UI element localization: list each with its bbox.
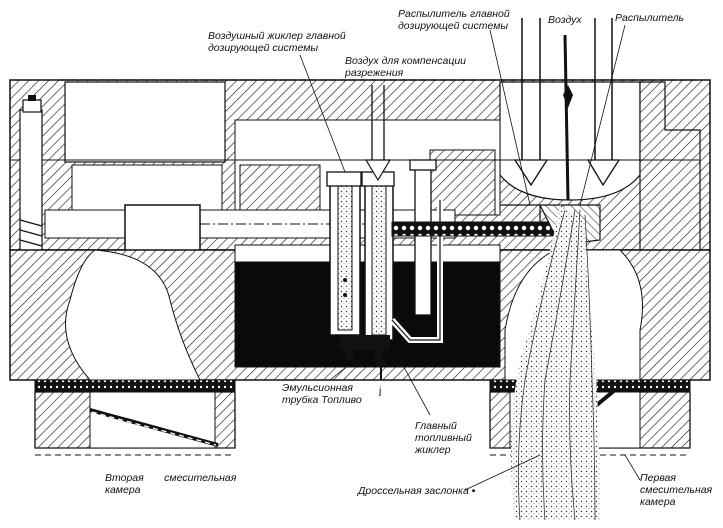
- main-sprayer-label-line2: дозирующей системы: [398, 20, 509, 32]
- sprayer-label: Распылитель: [615, 12, 685, 24]
- leader-lines: [299, 24, 641, 491]
- second-chamber-label-line1: Вторая смесительная: [105, 472, 237, 484]
- emulsion-tube-label-line1: Эмульсионная: [282, 382, 353, 394]
- main-sprayer-label: Распылитель главной дозирующей системы: [398, 8, 510, 32]
- spray-stream: [511, 205, 600, 521]
- emulsion-tube-label-line2: трубка Топливо: [282, 394, 362, 406]
- first-chamber-label-line1: Первая: [640, 472, 676, 484]
- main-sprayer-label-line1: Распылитель главной: [398, 8, 510, 20]
- compensation-air-label-line2: разрежения: [345, 67, 404, 79]
- throttle-label: Дроссельная заслонка ▪: [358, 485, 476, 497]
- main-jet-label-line1: Главный: [415, 420, 457, 432]
- main-jet-label: Главный топливный жиклер: [415, 420, 472, 456]
- emulsion-tube: [326, 159, 443, 360]
- air-jet-label-line1: Воздушный жиклер главной: [208, 30, 346, 42]
- first-chamber-label-line3: камера: [640, 496, 676, 508]
- air-jet-label-line2: дозирующей системы: [208, 42, 319, 54]
- first-chamber-label-line2: смесительная: [640, 484, 713, 496]
- adjusting-screw: [19, 95, 43, 271]
- air-jet-label: Воздушный жиклер главной дозирующей сист…: [208, 30, 346, 54]
- compensation-air-label: Воздух для компенсации разрежения: [345, 55, 466, 79]
- air-label: Воздух: [548, 14, 582, 26]
- main-jet-label-line3: жиклер: [415, 444, 451, 456]
- fuel-arrow: [375, 355, 387, 380]
- main-jet-label-line2: топливный: [415, 432, 472, 444]
- second-chamber-label-line2: камера: [105, 484, 141, 496]
- j-label: j: [379, 385, 382, 397]
- compensation-air-label-line1: Воздух для компенсации: [345, 55, 467, 67]
- emulsion-tube-label: Эмульсионная трубка Топливо: [282, 382, 362, 406]
- second-chamber-label: Вторая смесительная камера: [105, 472, 236, 496]
- first-chamber-label: Первая смесительная камера: [640, 472, 712, 508]
- air-flow-arrows: [364, 18, 621, 201]
